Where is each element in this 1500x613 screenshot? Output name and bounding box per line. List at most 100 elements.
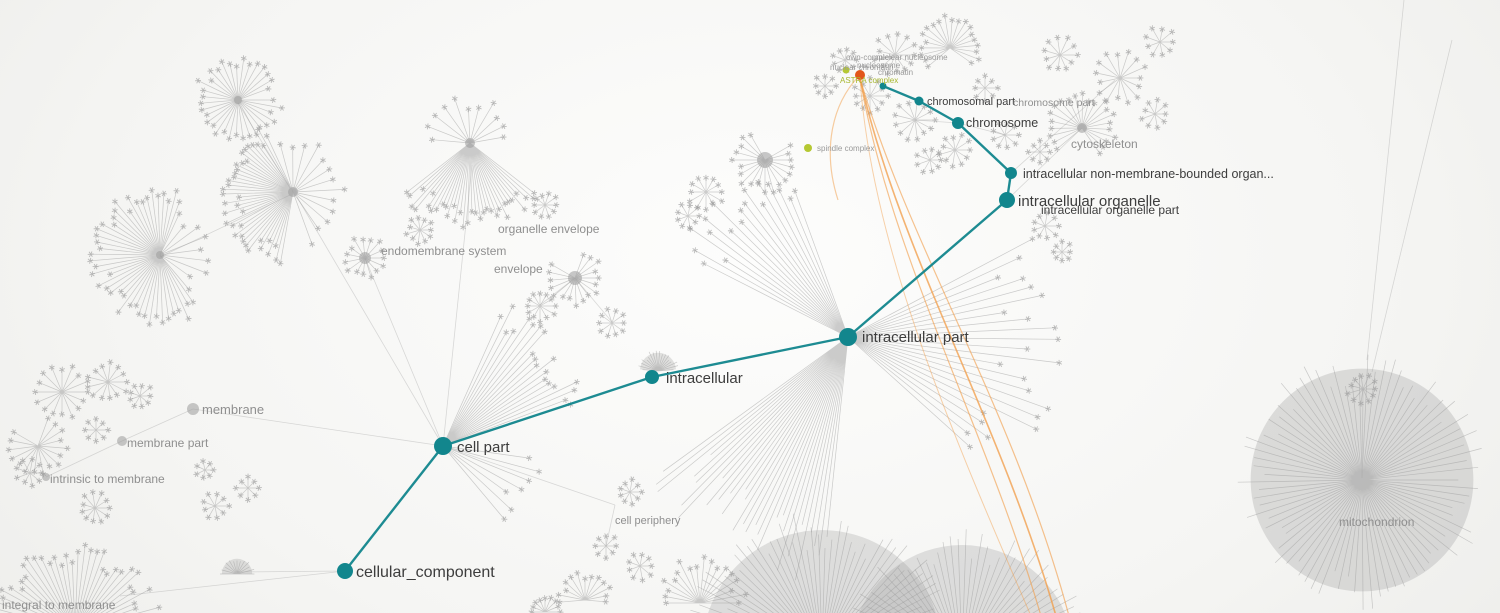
gray-node[interactable] [187,403,199,415]
label-nucleosome[interactable]: nucleosome [857,61,901,70]
fan-cluster [1049,237,1075,264]
fan-cluster [1030,208,1064,243]
fan-cluster [638,350,679,372]
label-mitochondrion[interactable]: mitochondrion [1339,515,1414,529]
label-membrane[interactable]: membrane [202,402,264,417]
label-integral-to-membrane[interactable]: integral to membrane [2,598,116,612]
graph-edge [1361,388,1364,479]
fan-cluster [934,131,975,171]
highlight-node[interactable] [842,66,850,74]
graph-edge [539,277,576,306]
label-endomembrane-system[interactable]: endomembrane system [381,244,506,258]
fan-cluster [77,488,114,526]
fan-cluster [554,569,615,607]
label-nuclear-nucleosome[interactable]: nuclear nucleosome [876,53,948,62]
fan-cluster [690,513,940,613]
graph-edge [1006,127,1083,201]
label-intracellular[interactable]: intracellular [666,370,743,387]
fan-cluster [80,414,113,446]
label-intrinsic-to-membrane[interactable]: intrinsic to membrane [50,472,165,486]
term-node-chromosomal_part[interactable] [914,96,924,106]
graph-edge [192,408,444,447]
fan-cluster [403,138,539,232]
label-membrane-part[interactable]: membrane part [127,436,209,450]
label-chromosome-part[interactable]: chromosome part [1013,97,1095,109]
term-node-intracellular_nonmembrane[interactable] [1005,167,1017,179]
graph-edge [957,122,1006,136]
graph-edge [605,504,616,547]
gray-node[interactable] [42,473,50,481]
selected-node[interactable] [855,70,865,80]
label-envelope[interactable]: envelope [494,262,543,276]
fan-cluster [1343,371,1379,408]
fan-cluster [727,131,796,197]
fan-cluster [970,71,1003,106]
term-node-chromosome[interactable] [952,117,964,129]
fan-cluster [402,213,436,248]
fan-cluster [442,303,581,447]
association-curves [829,76,1069,613]
fan-cluster [685,173,727,214]
fan-cluster [529,189,561,221]
label-chromosome[interactable]: chromosome [966,116,1038,130]
fan-cluster [12,455,46,491]
graph-edge [442,164,473,447]
fan-cluster [0,540,164,613]
fan-cluster [527,593,565,613]
fan-cluster [523,289,560,327]
graph-edge [1366,0,1405,361]
term-node-intracellular_organelle[interactable] [999,192,1015,208]
fan-cluster [591,531,620,562]
fan-cluster [673,201,704,233]
graph-edge [574,277,613,323]
label-chromosomal-part[interactable]: chromosomal part [927,96,1015,108]
label-cytoskeleton[interactable]: cytoskeleton [1071,137,1138,151]
label-spindle-complex[interactable]: spindle complex [817,144,874,153]
label-intracellular-organelle-part[interactable]: intracellular organelle part [1041,203,1180,217]
fan-cluster [811,72,841,101]
label-nuclear-chromatin[interactable]: nuclear chromatin [830,63,894,72]
label-intracellular-non-membrane-bounded-organ[interactable]: intracellular non-membrane-bounded organ… [1023,167,1274,181]
fan-cluster [30,362,92,422]
highlight-node[interactable] [804,144,812,152]
fan-cluster [870,29,919,78]
fan-cluster [890,96,940,144]
graph-edge [159,194,291,258]
fan-cluster [1045,89,1119,158]
fan-cluster [1091,47,1149,107]
fan-cluster [1141,24,1177,60]
label-cellular-component[interactable]: cellular_component [356,564,495,581]
fan-cluster [276,140,349,249]
label-astra-complex[interactable]: ASTRA complex [840,76,898,85]
label-cell-periphery[interactable]: cell periphery [615,515,681,527]
label-own-complex[interactable]: own-complex [846,53,893,62]
term-node-intracellular[interactable] [645,370,659,384]
path-edge [344,445,444,572]
term-node-chromatin_cluster[interactable] [879,82,887,90]
fan-cluster [852,529,1081,613]
term-node-cellular_component[interactable] [337,563,353,579]
term-node-intracellular_part[interactable] [839,328,857,346]
label-intracellular-organelle[interactable]: intracellular organelle [1018,193,1161,210]
path-edge [918,99,959,125]
association-curve [859,77,1041,613]
fan-cluster [912,145,946,176]
fan-cluster [616,474,647,509]
gray-node[interactable] [117,436,127,446]
label-cell-part[interactable]: cell part [457,439,510,456]
path-edge [847,199,1008,338]
fan-cluster [829,45,862,76]
fan-cluster [199,489,234,522]
label-intracellular-part[interactable]: intracellular part [862,329,970,346]
fan-clusters [0,12,1482,613]
label-chromatin[interactable]: chromatin [878,68,913,77]
term-node-cell_part[interactable] [434,437,452,455]
graph-edge [1371,39,1453,373]
fan-cluster [1040,33,1083,73]
gray-edges [45,0,1453,597]
graph-edge [364,257,444,447]
label-organelle-envelope[interactable]: organelle envelope [498,222,600,236]
fan-cluster [686,177,849,338]
